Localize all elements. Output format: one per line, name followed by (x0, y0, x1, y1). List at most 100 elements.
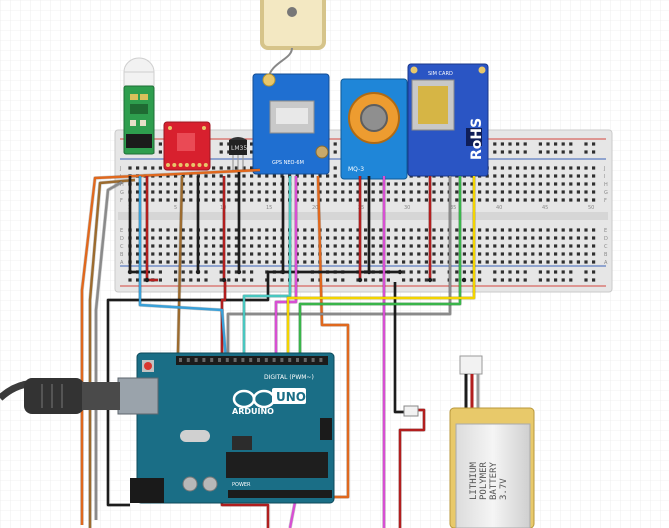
breadboard-hole (554, 166, 558, 170)
breadboard-hole (523, 244, 527, 248)
breadboard-hole (204, 244, 208, 248)
breadboard-row-letter: G (604, 190, 608, 196)
breadboard-hole (386, 244, 390, 248)
breadboard-hole (174, 252, 178, 256)
breadboard-hole (151, 260, 155, 264)
breadboard-hole (493, 150, 497, 154)
breadboard-hole (242, 190, 246, 194)
breadboard-hole (440, 198, 444, 202)
breadboard-hole (310, 236, 314, 240)
breadboard-hole (204, 278, 208, 282)
breadboard-hole (242, 228, 246, 232)
breadboard-hole (432, 270, 436, 274)
breadboard-hole (136, 182, 140, 186)
breadboard-hole (394, 228, 398, 232)
breadboard-hole (364, 244, 368, 248)
breadboard-hole (592, 174, 596, 178)
breadboard-hole (219, 252, 223, 256)
header-pin (194, 358, 198, 362)
breadboard-row-letter: A (120, 260, 124, 266)
breadboard-hole (333, 182, 337, 186)
breadboard-hole (356, 228, 360, 232)
battery-connector (403, 405, 419, 417)
breadboard-hole (394, 244, 398, 248)
breadboard-hole (523, 142, 527, 146)
breadboard-hole (326, 228, 330, 232)
breadboard-hole (584, 198, 588, 202)
breadboard-hole (318, 174, 322, 178)
breadboard-hole (174, 198, 178, 202)
breadboard-hole (478, 182, 482, 186)
breadboard-hole (219, 244, 223, 248)
breadboard-hole (508, 278, 512, 282)
breadboard-hole (234, 182, 238, 186)
breadboard-hole (158, 228, 162, 232)
breadboard-hole (455, 198, 459, 202)
breadboard-hole (386, 182, 390, 186)
battery-line-4: 3.7V (499, 478, 509, 500)
breadboard-hole (295, 228, 299, 232)
breadboard-hole (424, 198, 428, 202)
breadboard-hole (440, 236, 444, 240)
breadboard-hole (310, 278, 314, 282)
breadboard-hole (204, 260, 208, 264)
breadboard-hole (561, 244, 565, 248)
breadboard-hole (592, 270, 596, 274)
breadboard-hole (508, 166, 512, 170)
breadboard-hole (561, 278, 565, 282)
breadboard-hole (318, 190, 322, 194)
breadboard-hole (531, 166, 535, 170)
wire-end (461, 277, 467, 283)
breadboard-hole (166, 228, 170, 232)
breadboard-hole (227, 244, 231, 248)
breadboard-hole (417, 236, 421, 240)
breadboard-hole (379, 278, 383, 282)
breadboard-hole (250, 190, 254, 194)
breadboard-hole (333, 278, 337, 282)
breadboard-hole (265, 182, 269, 186)
breadboard-hole (462, 252, 466, 256)
breadboard-hole (234, 190, 238, 194)
breadboard-hole (166, 198, 170, 202)
breadboard-hole (189, 190, 193, 194)
breadboard-hole (455, 190, 459, 194)
breadboard-hole (219, 166, 223, 170)
breadboard-hole (576, 174, 580, 178)
header-pin (264, 358, 268, 362)
breadboard-hole (546, 166, 550, 170)
wire-end (280, 269, 286, 275)
breadboard-hole (227, 166, 231, 170)
module-pin (172, 163, 177, 167)
breadboard-hole (508, 236, 512, 240)
pir-sensor (123, 57, 155, 155)
breadboard-hole (174, 260, 178, 264)
breadboard-hole (538, 244, 542, 248)
breadboard-hole (234, 228, 238, 232)
breadboard-hole (143, 260, 147, 264)
breadboard-hole (508, 190, 512, 194)
breadboard-row-letter: B (604, 252, 608, 258)
breadboard-hole (189, 182, 193, 186)
breadboard-hole (493, 236, 497, 240)
breadboard-hole (166, 252, 170, 256)
breadboard-hole (538, 182, 542, 186)
module-pin (178, 163, 183, 167)
breadboard-hole (409, 190, 413, 194)
breadboard-hole (136, 244, 140, 248)
breadboard-hole (546, 260, 550, 264)
breadboard-hole (409, 182, 413, 186)
breadboard-hole (265, 190, 269, 194)
breadboard-hole (272, 252, 276, 256)
breadboard-hole (272, 198, 276, 202)
breadboard-hole (409, 198, 413, 202)
breadboard-hole (136, 278, 140, 282)
breadboard-hole (348, 252, 352, 256)
breadboard-hole (272, 182, 276, 186)
breadboard-hole (250, 228, 254, 232)
breadboard-hole (440, 252, 444, 256)
breadboard-hole (402, 228, 406, 232)
breadboard-hole (462, 228, 466, 232)
breadboard-hole (371, 228, 375, 232)
temp-sensor-label: LM35 (231, 145, 247, 152)
breadboard-hole (394, 260, 398, 264)
